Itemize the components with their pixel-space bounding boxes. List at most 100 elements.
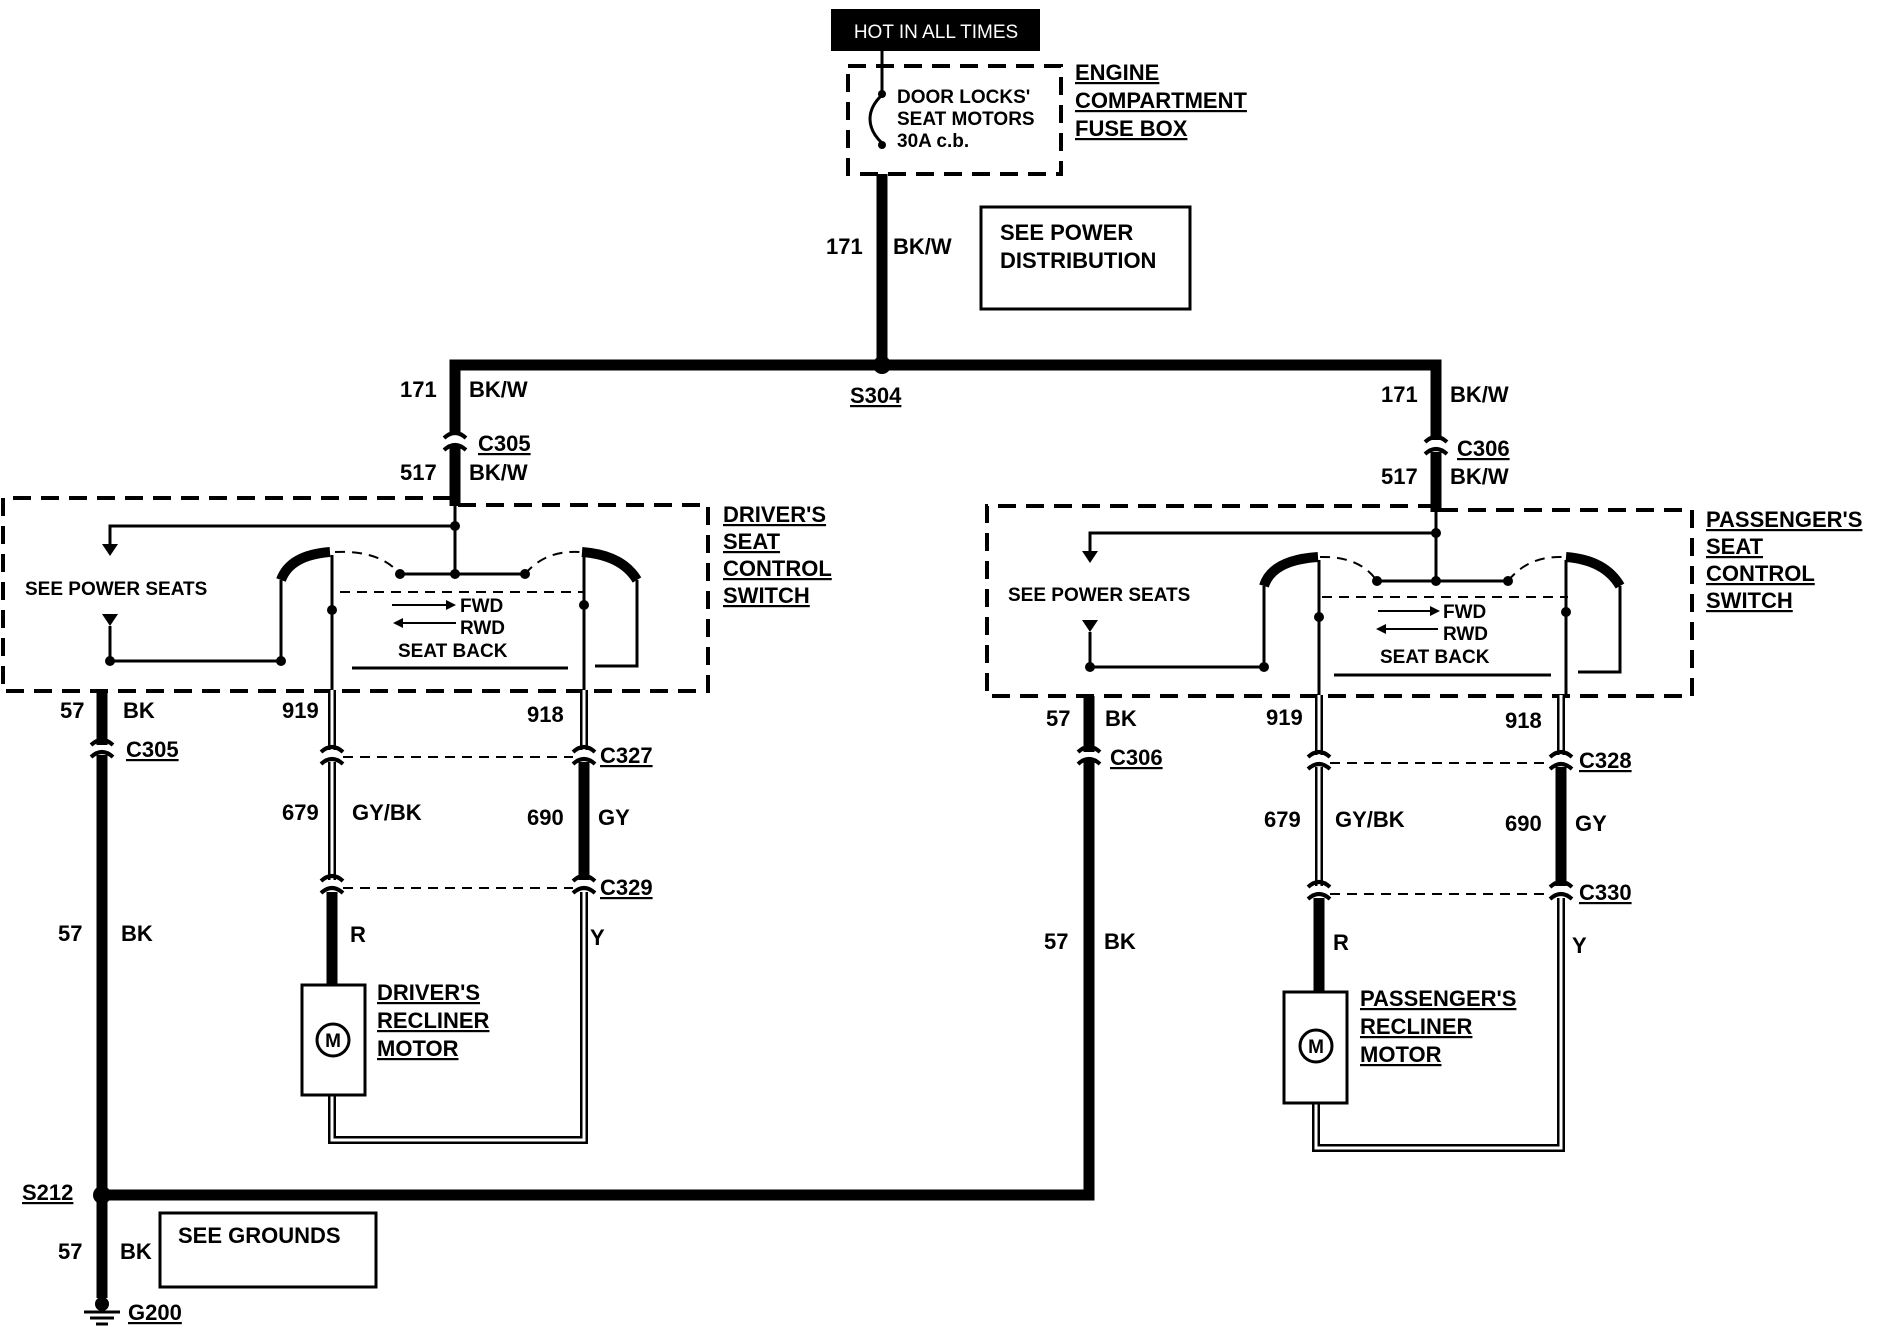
drv-conn-c327-right-bot: [571, 757, 597, 766]
drv-switch-box: [1, 496, 710, 693]
pas-wire-y-label: Y: [1572, 933, 1587, 958]
fuse-box-title-2: COMPARTMENT: [1075, 88, 1247, 113]
pas-ground-internal: [1088, 632, 1264, 669]
drv-motor-icon: [315, 1022, 351, 1058]
drv-connector-c305-gnd-top: [89, 738, 115, 747]
pas-conn-c328-left-top: [1306, 750, 1332, 759]
drv-motor-title-2: RECLINER: [377, 1008, 490, 1033]
drv-right-outer: [595, 580, 639, 668]
pas-fwd-arrowhead: [1430, 606, 1440, 616]
drv-conn-c329-right-top: [571, 874, 597, 883]
pas-conn-c328-right-bot: [1548, 762, 1574, 771]
drv-motor-title-1: DRIVER'S: [377, 980, 480, 1005]
drv-motor-symbol: M: [325, 1031, 341, 1052]
power-distribution-ref-1: SEE POWER: [1000, 220, 1133, 245]
pas-wire-679-num: 679: [1264, 807, 1301, 832]
drv-c305-label-gnd: C305: [126, 737, 179, 762]
drv-wire-57-num: 57: [60, 698, 84, 723]
pas-connector-c306-gnd-top: [1076, 745, 1102, 754]
pas-wire-171-color: BK/W: [1450, 382, 1509, 407]
pas-wire-171-num: 171: [1381, 382, 1418, 407]
drv-seatback-label: SEAT BACK: [398, 641, 508, 662]
drv-arrow-power-seats-bottom: [102, 614, 118, 626]
drv-switch-title-2: SEAT: [723, 529, 781, 554]
hot-label: HOT IN ALL TIMES: [854, 22, 1018, 43]
pas-wire-57-color: BK: [1105, 706, 1137, 731]
wire-57-ground-num: 57: [58, 1239, 82, 1264]
pas-rwd-label: RWD: [1443, 624, 1488, 645]
circuit-breaker-icon: [868, 93, 884, 145]
drv-wire-679-num: 679: [282, 800, 319, 825]
drv-conn-c329-left-top: [319, 874, 345, 883]
drv-ground-internal: [108, 626, 281, 663]
pas-wire-919-num: 919: [1266, 705, 1303, 730]
pas-conn-c330-right-top: [1548, 880, 1574, 889]
wire-171-main-num: 171: [826, 234, 863, 259]
fuse-label-1: DOOR LOCKS': [897, 87, 1030, 108]
drv-919-node: [327, 605, 337, 615]
ground-return-wire: [102, 760, 1095, 1201]
pas-918-node: [1561, 607, 1571, 617]
fuse-box-title-1: ENGINE: [1075, 60, 1159, 85]
drv-c305-label-top: C305: [478, 431, 531, 456]
drv-connector-c305-gnd-bot: [89, 750, 115, 759]
pas-wire-690-num: 690: [1505, 811, 1542, 836]
pas-motor-title-2: RECLINER: [1360, 1014, 1473, 1039]
drv-feed-to-power-seats: [108, 506, 457, 545]
grounds-ref: SEE GROUNDS: [178, 1223, 341, 1248]
pas-feed-to-power-seats: [1088, 512, 1438, 552]
pas-wire-517-num: 517: [1381, 464, 1418, 489]
pas-wire-57-num: 57: [1046, 706, 1070, 731]
drv-switch-title-4: SWITCH: [723, 583, 810, 608]
drv-wire-517-color: BK/W: [469, 460, 528, 485]
pas-switch-arm-right: [1565, 552, 1625, 589]
pas-switch-box: [985, 504, 1694, 698]
drv-conn-c329-left-bot: [319, 886, 345, 895]
pas-seatback-label: SEAT BACK: [1380, 647, 1490, 668]
drv-918-node: [579, 600, 589, 610]
pas-arrow-power-seats-top: [1082, 551, 1098, 563]
pas-wire-918-num: 918: [1505, 708, 1542, 733]
pas-switch-arm-left: [1259, 552, 1319, 588]
drv-connector-c305-top: [442, 431, 468, 440]
fuse-label-2: SEAT MOTORS: [897, 109, 1035, 130]
pas-conn-c330-right-bot: [1548, 892, 1574, 901]
drv-wire-171-color: BK/W: [469, 377, 528, 402]
fuse-box-outline: [846, 64, 1063, 176]
drv-connector-c305-bot: [442, 443, 468, 452]
drv-c327-label: C327: [600, 743, 653, 768]
drv-conn-c327-left-top: [319, 745, 345, 754]
drv-wire-y-label: Y: [590, 925, 605, 950]
pas-rwd-arrowhead: [1376, 624, 1386, 634]
wire-171-bus: [449, 359, 1442, 440]
splice-s304: [873, 356, 891, 374]
grounds-ref-box: [158, 1211, 378, 1289]
breaker-terminal-bottom: [878, 141, 886, 149]
drv-rwd-label: RWD: [460, 618, 505, 639]
drv-wire-57-num-2: 57: [58, 921, 82, 946]
drv-conn-c327-left-bot: [319, 757, 345, 766]
pas-c306-label-gnd: C306: [1110, 745, 1163, 770]
pas-conn-c330-left-bot: [1306, 892, 1332, 901]
pas-fwd-label: FWD: [1443, 602, 1486, 623]
drv-wire-517-num: 517: [400, 460, 437, 485]
pas-c306-label-top: C306: [1457, 436, 1510, 461]
pas-c328-label: C328: [1579, 748, 1632, 773]
power-distribution-ref-2: DISTRIBUTION: [1000, 248, 1156, 273]
pas-contact-a: [1372, 576, 1382, 586]
pas-right-outer: [1578, 586, 1622, 674]
drv-fwd-arrowhead: [446, 600, 456, 610]
drv-switch-arm-right: [581, 547, 642, 583]
wire-171-main-color: BK/W: [893, 234, 952, 259]
drv-switch-title-3: CONTROL: [723, 556, 832, 581]
pas-connector-c306-bot: [1423, 447, 1449, 456]
pas-connector-c306-top: [1423, 435, 1449, 444]
pas-switch-arm-right-dash: [1507, 555, 1563, 582]
pas-switch-title-1: PASSENGER'S: [1706, 507, 1862, 532]
pas-motor-icon: [1298, 1028, 1334, 1064]
splice-s212-label: S212: [22, 1180, 73, 1205]
drv-conn-c329-right-bot: [571, 886, 597, 895]
drv-switch-title-1: DRIVER'S: [723, 502, 826, 527]
drv-fwd-label: FWD: [460, 596, 503, 617]
drv-wire-57-color: BK: [123, 698, 155, 723]
